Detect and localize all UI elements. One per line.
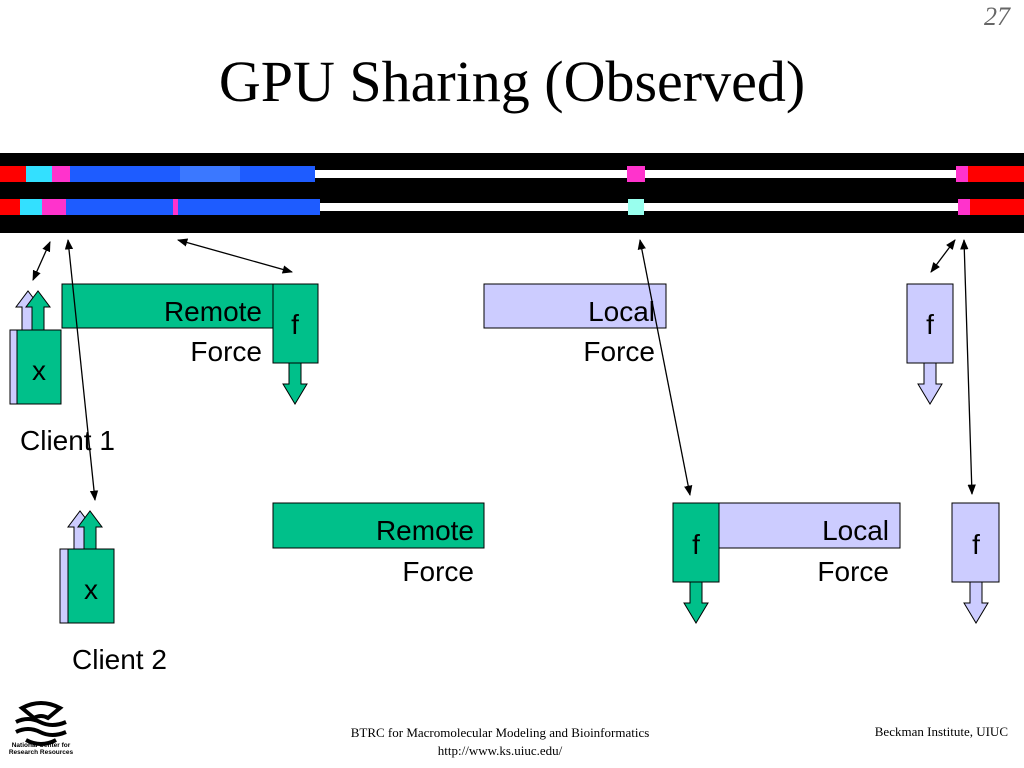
client2-remote-force-box (272, 502, 485, 549)
client1-f-local-label: f (926, 309, 934, 340)
slide-title: GPU Sharing (Observed) (218, 49, 806, 114)
client2-group: x Remote Force Local Force f f Client 2 (59, 502, 1000, 675)
client1-f-local-down-arrow (917, 362, 943, 405)
client1-x-label: x (32, 355, 46, 386)
footer-url: http://www.ks.uiuc.edu/ (437, 743, 563, 758)
connector-client1-f-remote (176, 238, 294, 274)
client2-f-remote-box (672, 502, 720, 583)
trace-connectors (32, 238, 976, 502)
trace-row-1-red-end (968, 166, 1024, 182)
connector-client2-f-remote (637, 238, 693, 497)
client1-f-remote-down-arrow (282, 362, 308, 405)
client2-x-box (67, 548, 115, 624)
connector-client1-x (32, 241, 51, 281)
trace-row-1-pink (52, 166, 70, 182)
client1-local-force-line1: Local (588, 296, 655, 327)
trace-row-2-pink (42, 199, 66, 215)
trace-row-2 (0, 199, 1024, 215)
client2-local-force-box (717, 502, 901, 549)
trace-row-1-pink-end (956, 166, 968, 182)
trace-row-2-pink-end (958, 199, 970, 215)
client1-f-local-box (906, 283, 954, 364)
logo-text-line2: Research Resources (8, 749, 74, 756)
client2-x-up-arrow (77, 510, 103, 550)
client2-local-force-line2: Force (817, 556, 889, 587)
client2-remote-force-line1: Remote (376, 515, 474, 546)
client1-local-force-line2: Force (583, 336, 655, 367)
gpu-timeline-trace (0, 153, 1024, 233)
trace-row-1-idle (0, 170, 1024, 178)
client1-x-up-arrow (25, 290, 51, 331)
trace-row-2-pink-tick (173, 199, 178, 215)
trace-row-1-cyan (26, 166, 52, 182)
slide-number: 27 (984, 2, 1010, 31)
logo-text-line1: National Center for (11, 742, 71, 749)
trace-row-2-cyan-mid (628, 199, 644, 215)
ncrr-logo-text: National Center for Research Resources (8, 742, 74, 756)
client2-f-local-down-arrow (963, 581, 989, 624)
client2-local-force-line1: Local (822, 515, 889, 546)
client1-remote-force-line2: Force (190, 336, 262, 367)
footer-line1: BTRC for Macromolecular Modeling and Bio… (350, 725, 650, 740)
client1-local-force-box (483, 283, 667, 329)
client2-f-local-box (951, 502, 1000, 583)
trace-row-1-pink-mid (627, 166, 645, 182)
ncrr-logo-icon (15, 701, 67, 746)
connector-client2-f-local (960, 238, 976, 496)
client1-remote-force-line1: Remote (164, 296, 262, 327)
client2-f-remote-down-arrow (683, 581, 709, 624)
trace-row-2-busy (66, 199, 320, 215)
client1-group: x Remote Force f Local Force f Client 1 (9, 283, 954, 456)
trace-row-2-idle (0, 203, 1024, 211)
trace-row-2-red-start (0, 199, 20, 215)
client1-x-box (16, 329, 62, 405)
trace-row-1-red-start (0, 166, 26, 182)
client1-f-remote-label: f (291, 309, 299, 340)
trace-background (0, 153, 1024, 233)
connector-client1-f-local (930, 239, 956, 273)
client1-f-remote-box (272, 283, 319, 364)
trace-row-2-red-end (970, 199, 1024, 215)
trace-row-2-cyan (20, 199, 42, 215)
footer-center: BTRC for Macromolecular Modeling and Bio… (300, 724, 700, 760)
client2-f-remote-label: f (692, 529, 700, 560)
trace-row-1 (0, 166, 1024, 182)
client2-remote-force-line2: Force (402, 556, 474, 587)
client1-label: Client 1 (20, 425, 115, 456)
client2-f-local-label: f (972, 529, 980, 560)
connector-client2-x (64, 238, 99, 502)
client2-label: Client 2 (72, 644, 167, 675)
client2-x-label: x (84, 574, 98, 605)
trace-row-1-busy-light (180, 166, 240, 182)
footer-right: Beckman Institute, UIUC (874, 724, 1008, 739)
